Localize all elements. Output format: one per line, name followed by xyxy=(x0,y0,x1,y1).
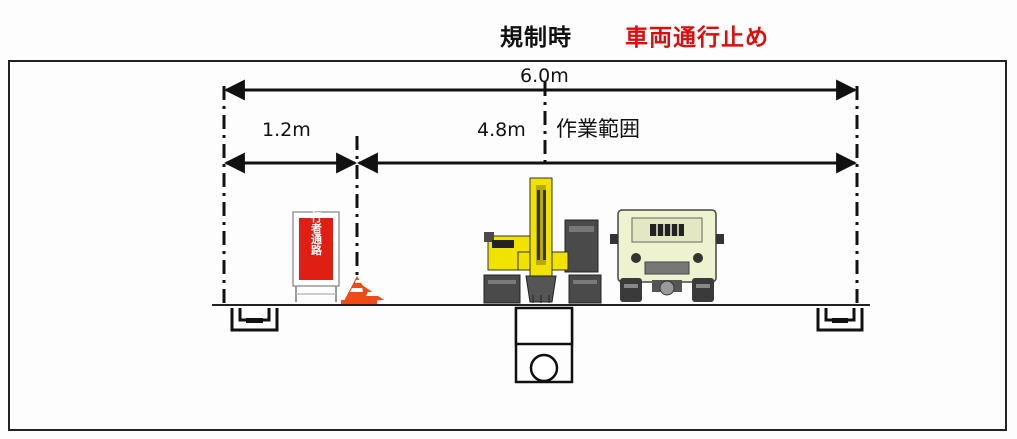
traffic-cone-icon xyxy=(341,276,384,304)
pedestrian-walkway-sign: 歩行者通路 xyxy=(292,199,340,302)
header: 規制時 車両通行止め xyxy=(0,18,1017,51)
underground-culvert-icon xyxy=(514,306,574,384)
regulation-label: 規制時 xyxy=(500,25,572,51)
pedestrian-width-label: 1.2m xyxy=(262,119,311,141)
right-gutter-icon xyxy=(816,308,864,332)
excavator-icon xyxy=(483,177,602,304)
work-width-label: 4.8m xyxy=(477,119,526,141)
diagram-frame xyxy=(8,60,1007,431)
total-width-label: 6.0m xyxy=(520,65,569,87)
work-area-label: 作業範囲 xyxy=(556,117,640,141)
dump-truck-icon xyxy=(610,209,724,302)
road-closure-label: 車両通行止め xyxy=(625,25,769,51)
pedestrian-sign-text: 歩行者通路 xyxy=(310,199,324,256)
left-gutter-icon xyxy=(230,308,279,332)
